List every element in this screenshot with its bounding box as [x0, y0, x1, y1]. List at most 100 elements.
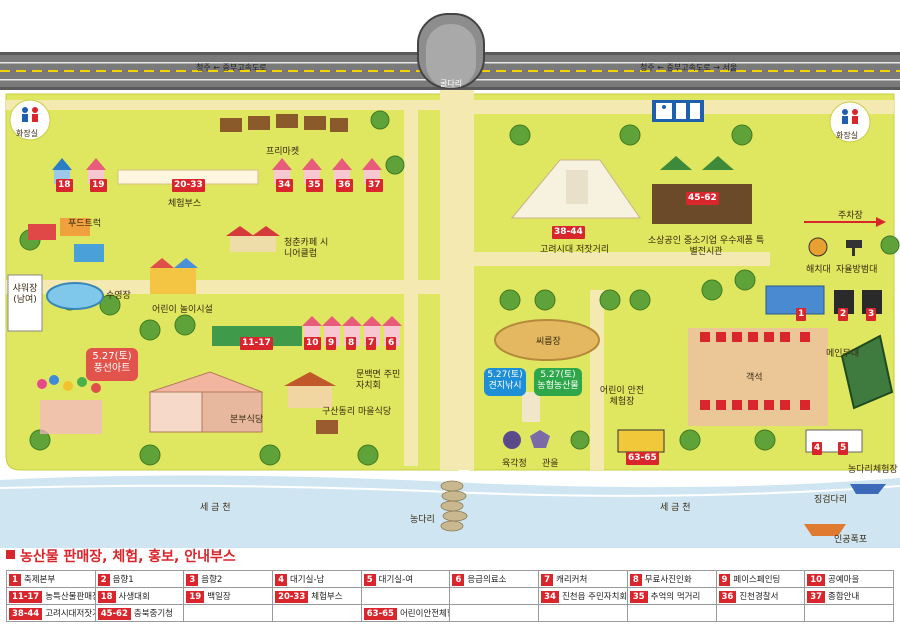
fishing-name: 견지낚시 — [488, 381, 522, 391]
legend-text: 축제본부 — [23, 574, 56, 585]
legend-text: 진천읍 주민자치회 — [561, 591, 628, 602]
legend-number: 45-62 — [97, 607, 131, 620]
restroom-right-icon — [829, 101, 871, 143]
tag-6[interactable]: 6 — [386, 337, 397, 350]
tag-10[interactable]: 10 — [304, 337, 321, 350]
legend-cell — [449, 587, 540, 605]
balloon-art-bubble[interactable]: 5.27(토) 풍선아트 — [86, 348, 138, 381]
legend-number: 10 — [807, 573, 826, 586]
tag-36[interactable]: 36 — [336, 179, 353, 192]
parking-arrow-icon[interactable] — [804, 217, 886, 227]
legend-number: 19 — [186, 590, 205, 603]
legend-number: 4 — [275, 573, 287, 586]
main-stage — [840, 334, 894, 410]
main-restaurant-building — [148, 371, 264, 433]
legend-cell — [804, 604, 894, 622]
legend-text: 농특산물판매장 — [45, 591, 96, 602]
legend-text: 대기실-여 — [378, 574, 414, 585]
swimming-pool — [46, 282, 104, 310]
youth-cafe-label: 청춘카페 시니어클럽 — [284, 238, 329, 259]
tag-34[interactable]: 34 — [276, 179, 293, 192]
legend-text: 사생대회 — [118, 591, 150, 602]
legend-text: 어린이안전체험 — [399, 608, 450, 619]
flea-market-label: 프리마켓 — [266, 147, 300, 157]
balloon-art-date: 5.27(토) — [92, 351, 132, 362]
tag-8[interactable]: 8 — [346, 337, 357, 350]
crime-prevention-label: 자율방범대 — [836, 265, 878, 275]
tag-2[interactable]: 2 — [838, 308, 849, 321]
food-trucks — [28, 218, 104, 262]
tag-7[interactable]: 7 — [366, 337, 377, 350]
restroom-right-label: 화장실 — [836, 131, 859, 140]
market-bubble[interactable]: 5.27(토) 농협농산물 — [534, 368, 582, 396]
audience-seats — [688, 328, 828, 426]
ssireum-ring — [494, 319, 600, 361]
tag-38-44[interactable]: 38-44 — [552, 226, 585, 239]
haechi-icon — [808, 237, 828, 257]
parking-label: 주차장 — [838, 211, 863, 221]
legend-number: 1 — [9, 573, 21, 586]
shower-box — [7, 274, 43, 332]
legend-number: 36 — [718, 590, 737, 603]
pool-label: 수영장 — [106, 291, 131, 301]
goryeo-street — [510, 159, 641, 219]
market-name: 농협농산물 — [537, 381, 579, 391]
tag-35[interactable]: 35 — [306, 179, 323, 192]
tag-4[interactable]: 4 — [812, 442, 823, 455]
tag-11-17[interactable]: 11-17 — [240, 337, 273, 350]
tower-cover-label: 인공폭포 — [834, 535, 868, 545]
legend-number: 11-17 — [9, 590, 43, 603]
fishing-bubble[interactable]: 5.27(토) 견지낚시 — [484, 368, 526, 396]
legend-text: 공예마을 — [828, 574, 860, 585]
tag-18[interactable]: 18 — [56, 179, 73, 192]
tag-37[interactable]: 37 — [366, 179, 383, 192]
legend-title: 농산물 판매장, 체험, 홍보, 안내부스 — [20, 549, 236, 565]
gwaneul-label: 관을 — [542, 459, 559, 469]
tag-9[interactable]: 9 — [326, 337, 337, 350]
flea-market-stalls — [220, 114, 348, 132]
legend-cell — [626, 604, 717, 622]
farm-experience-label: 농다리체험장 — [848, 465, 898, 475]
legend-text: 응급의료소 — [467, 574, 507, 585]
tag-63-65[interactable]: 63-65 — [626, 452, 659, 465]
playground-label: 어린이 놀이시설 — [152, 305, 213, 315]
legend-text: 충북중기청 — [133, 608, 173, 619]
legend-text: 백일장 — [207, 591, 231, 602]
child-safety-area — [617, 429, 665, 453]
pavilion-icons — [503, 392, 550, 449]
tag-19[interactable]: 19 — [90, 179, 107, 192]
walking-paths — [6, 90, 894, 470]
tag-1[interactable]: 1 — [796, 308, 807, 321]
ssireum-label: 씨름장 — [536, 337, 561, 347]
main-restaurant-label: 본부식당 — [230, 415, 264, 425]
audience-label: 객석 — [746, 373, 763, 383]
road-label-right: 청주 ← 중부고속도로 → 서울 — [640, 63, 738, 72]
tag-5[interactable]: 5 — [838, 442, 849, 455]
stepping-stones-label: 농다리 — [410, 515, 435, 525]
river-name-right: 세 금 천 — [660, 503, 691, 513]
legend-number: 20-33 — [275, 590, 309, 603]
pavilion-label: 육각정 — [502, 459, 527, 469]
goryeo-street-label: 고려시대 저잣거리 — [540, 245, 610, 255]
tag-45-62[interactable]: 45-62 — [686, 192, 719, 205]
tag-3[interactable]: 3 — [866, 308, 877, 321]
legend-text: 무료사진인화 — [644, 574, 692, 585]
road-label-left: 청주 ← 중부고속도로 — [196, 63, 267, 72]
legend-number: 7 — [541, 573, 554, 586]
tag-20-33[interactable]: 20-33 — [172, 179, 205, 192]
legend-cell — [715, 604, 806, 622]
tunnel-label: 굴다리 — [440, 79, 463, 88]
fishing-date: 5.27(토) — [487, 370, 523, 380]
